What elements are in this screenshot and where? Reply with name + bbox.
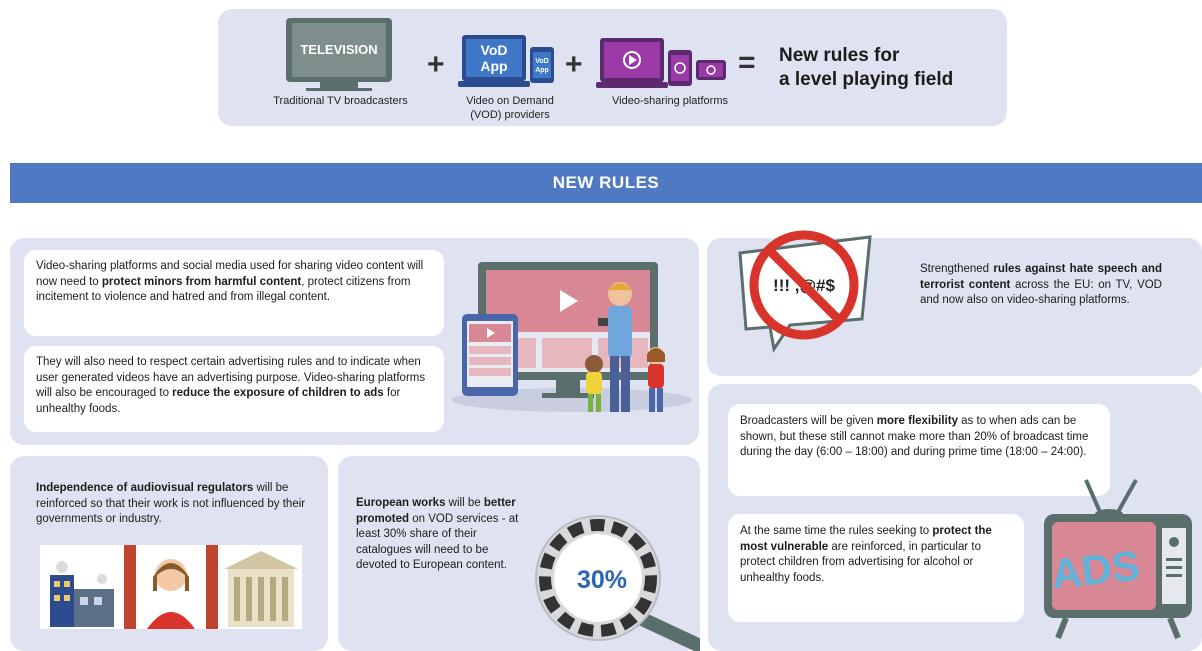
vod-caption-line-1: Video on Demand: [466, 95, 554, 107]
no-hate-speech-icon: !!! ,@#$: [738, 230, 872, 353]
plus-sign-2: +: [565, 48, 583, 81]
thirty-percent-dial-icon: 30%: [535, 515, 700, 651]
hate-text-c: across the EU: on TV, VOD and now also o…: [920, 278, 1162, 307]
advertising-text-b: reduce the exposure of children to ads: [172, 387, 384, 399]
advertising-text-a: They will also need to respect certain a…: [36, 356, 426, 399]
european-text-b: will be: [445, 497, 484, 509]
advertising-rules-card: They will also need to respect certain a…: [24, 346, 444, 432]
european-works-text: European works will be better promoted o…: [356, 496, 520, 574]
protect-minors-text-a: Video-sharing platforms and social media…: [36, 260, 424, 288]
plus-sign-1: +: [427, 48, 445, 81]
new-rules-banner: NEW RULES: [10, 163, 1202, 203]
television-icon: TELEVISION: [286, 18, 392, 91]
video-sharing-devices-icon: [596, 38, 726, 88]
european-text-d: on VOD services - at least 30% share of …: [356, 512, 519, 572]
ads-text-1b: more flexibility: [876, 415, 958, 427]
headline: New rules for a level playing field: [779, 44, 953, 92]
ads-text-2b: protect the most vulnerable: [740, 525, 992, 553]
regulators-text-b: will be reinforced so that their work is…: [36, 482, 306, 525]
advertising-text-c: for unhealthy foods.: [36, 387, 401, 415]
regulators-text: Independence of audiovisual regulators w…: [36, 481, 312, 528]
ads-text-2a: At the same time the rules seeking to: [740, 525, 933, 537]
headline-line-1: New rules for: [779, 45, 900, 66]
hate-speech-text: Strengthened rules against hate speech a…: [920, 262, 1162, 309]
regulators-text-a: Independence of audiovisual regulators: [36, 482, 254, 494]
hate-text-b: rules against hate speech and terrorist …: [920, 263, 1162, 291]
svg-text:App: App: [480, 58, 507, 74]
protect-minors-card: Video-sharing platforms and social media…: [24, 250, 444, 336]
svg-text:VoD: VoD: [481, 42, 508, 58]
vsp-caption: Video-sharing platforms: [612, 95, 728, 107]
protect-minors-text-b: protect minors from harmful content: [101, 275, 302, 288]
protect-vulnerable-card: At the same time the rules seeking to pr…: [728, 514, 1024, 622]
hate-text-a: Strengthened: [920, 263, 994, 275]
regulators-illustration: [40, 545, 302, 629]
tv-caption: Traditional TV broadcasters: [273, 95, 408, 107]
svg-text:VoD: VoD: [535, 58, 548, 65]
ads-television-icon: ADS: [1044, 479, 1192, 640]
vod-laptop-icon: VoD App VoD App: [458, 35, 554, 87]
family-with-devices-illustration: [452, 262, 692, 412]
tv-screen-label: TELEVISION: [300, 42, 377, 57]
vod-caption: Video on Demand (VOD) providers: [440, 94, 580, 122]
european-text-a: European works: [356, 497, 446, 509]
vod-caption-line-2: (VOD) providers: [470, 109, 550, 121]
svg-text:App: App: [535, 67, 549, 74]
thirty-percent-label: 30%: [577, 566, 627, 594]
ads-text-1c: as to when ads can be shown, but these s…: [740, 415, 1089, 458]
headline-line-2: a level playing field: [779, 69, 954, 90]
ads-text-1a: Broadcasters will be given: [740, 415, 877, 427]
ads-text-2c: are reinforced, in particular to protect…: [740, 540, 981, 584]
protect-minors-text-c: , protect citizens from incitement to vi…: [36, 275, 411, 304]
broadcast-flexibility-card: Broadcasters will be given more flexibil…: [728, 404, 1110, 496]
european-text-c: better promoted: [356, 497, 516, 525]
equals-sign: =: [738, 46, 756, 79]
ads-screen-text: ADS: [1049, 542, 1142, 598]
